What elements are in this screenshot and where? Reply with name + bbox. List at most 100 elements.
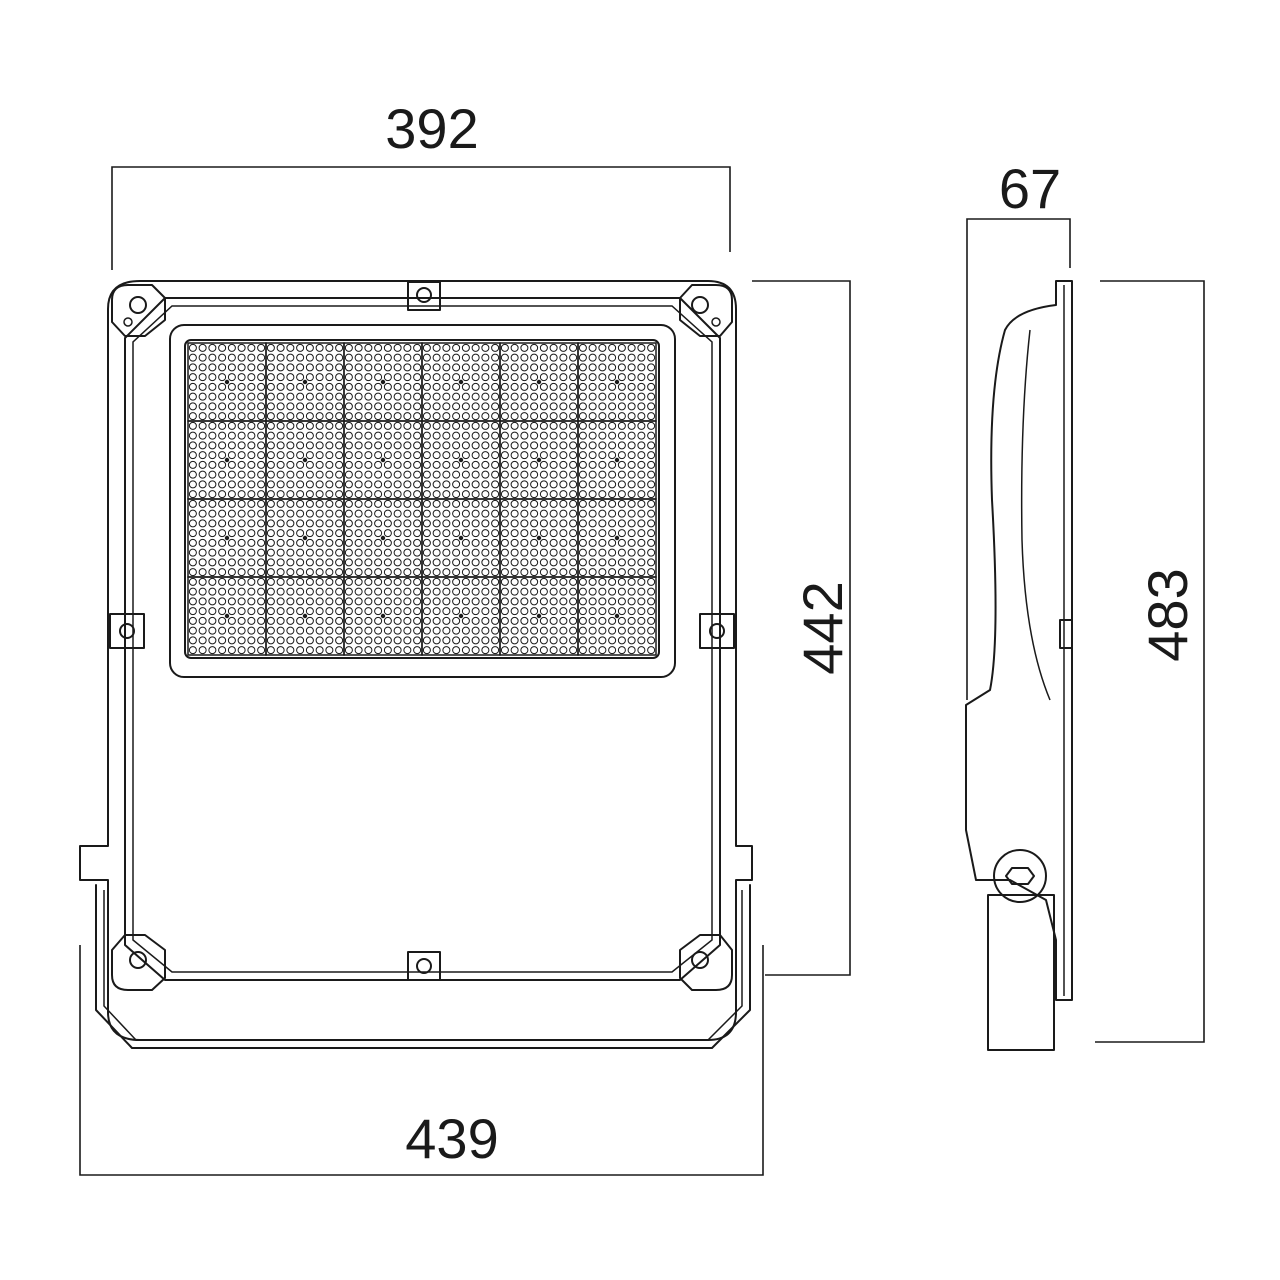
led <box>364 353 373 362</box>
led <box>510 616 519 625</box>
led <box>344 558 353 567</box>
led <box>432 636 441 645</box>
led <box>188 363 197 372</box>
led <box>364 421 373 430</box>
led <box>598 431 607 440</box>
led <box>422 597 431 606</box>
led <box>471 451 480 460</box>
led <box>237 538 246 547</box>
led <box>413 382 422 391</box>
led <box>403 363 412 372</box>
led <box>569 431 578 440</box>
led <box>305 616 314 625</box>
led <box>588 529 597 538</box>
led <box>374 412 383 421</box>
led <box>393 558 402 567</box>
led <box>539 529 548 538</box>
led <box>374 607 383 616</box>
led <box>296 636 305 645</box>
led <box>413 490 422 499</box>
led <box>432 460 441 469</box>
led <box>647 548 656 557</box>
led <box>559 431 568 440</box>
led <box>627 587 636 596</box>
led <box>383 548 392 557</box>
led <box>481 373 490 382</box>
led <box>344 480 353 489</box>
led <box>383 460 392 469</box>
led <box>344 607 353 616</box>
led <box>617 382 626 391</box>
led <box>315 353 324 362</box>
led <box>286 421 295 430</box>
led <box>530 499 539 508</box>
led <box>520 568 529 577</box>
led <box>257 451 266 460</box>
led <box>569 626 578 635</box>
led <box>296 373 305 382</box>
led <box>578 343 587 352</box>
led <box>276 490 285 499</box>
led <box>276 363 285 372</box>
led <box>315 636 324 645</box>
led <box>510 480 519 489</box>
led <box>539 597 548 606</box>
led <box>442 441 451 450</box>
led <box>413 597 422 606</box>
led <box>598 460 607 469</box>
led <box>208 343 217 352</box>
led <box>344 451 353 460</box>
led <box>510 441 519 450</box>
led <box>198 451 207 460</box>
led <box>364 597 373 606</box>
led <box>432 558 441 567</box>
led <box>393 587 402 596</box>
led <box>325 509 334 518</box>
led <box>539 441 548 450</box>
led <box>266 460 275 469</box>
led <box>247 460 256 469</box>
led <box>500 636 509 645</box>
led <box>422 626 431 635</box>
led <box>578 607 587 616</box>
led <box>188 636 197 645</box>
led <box>549 607 558 616</box>
led <box>578 646 587 655</box>
led-grid <box>187 342 657 656</box>
led <box>598 568 607 577</box>
led <box>208 363 217 372</box>
led <box>364 616 373 625</box>
led <box>569 402 578 411</box>
led <box>296 490 305 499</box>
led <box>481 597 490 606</box>
led <box>539 519 548 528</box>
led <box>549 402 558 411</box>
led <box>354 587 363 596</box>
led <box>608 568 617 577</box>
led <box>247 363 256 372</box>
led <box>510 529 519 538</box>
led <box>530 441 539 450</box>
led <box>305 363 314 372</box>
led <box>461 470 470 479</box>
led <box>588 412 597 421</box>
led <box>491 636 500 645</box>
led <box>296 568 305 577</box>
led <box>617 558 626 567</box>
led <box>188 402 197 411</box>
led <box>471 480 480 489</box>
led <box>471 548 480 557</box>
led <box>569 363 578 372</box>
led <box>647 421 656 430</box>
led <box>286 441 295 450</box>
led <box>237 597 246 606</box>
led <box>393 636 402 645</box>
led <box>442 402 451 411</box>
led <box>286 470 295 479</box>
led <box>422 392 431 401</box>
led <box>578 392 587 401</box>
led <box>374 597 383 606</box>
led <box>578 402 587 411</box>
led <box>247 470 256 479</box>
led <box>422 538 431 547</box>
